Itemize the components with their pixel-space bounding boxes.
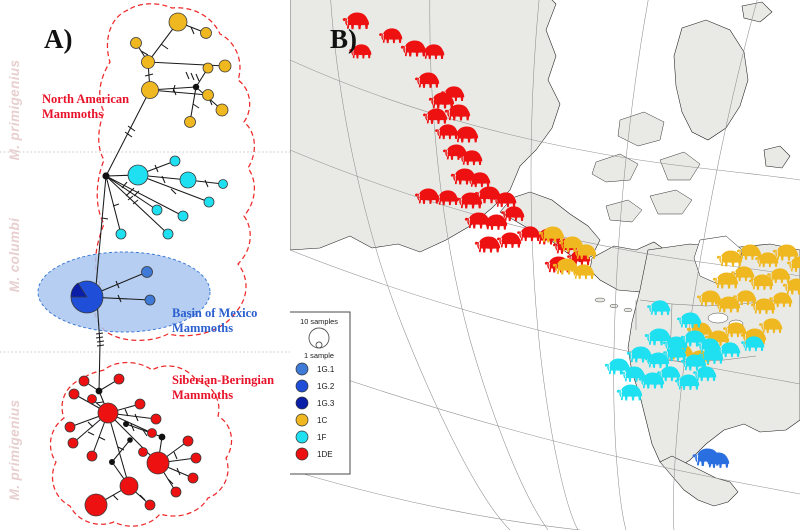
network-ticks-1f xyxy=(101,164,209,220)
hull-siberian-beringian xyxy=(49,361,233,527)
legend-label-1g2: 1G.2 xyxy=(317,382,335,391)
legend-box xyxy=(290,311,351,475)
network-ticks-1c xyxy=(124,26,213,138)
legend-haplogroup-1f: 1F xyxy=(295,430,326,444)
panel-a-letter: A) xyxy=(44,24,73,54)
species-label-primigenius-top: M. primigenius xyxy=(7,59,22,160)
legend-label-1g3: 1G.3 xyxy=(317,399,335,408)
map-landmasses xyxy=(290,0,800,507)
map-graticule xyxy=(290,0,800,530)
network-nodes-1g xyxy=(70,266,156,314)
panel-a: A) xyxy=(37,3,274,527)
legend-haplogroup-1g1: 1G.1 xyxy=(295,362,335,376)
label-north-american-line2: Mammoths xyxy=(42,107,103,121)
legend-size-large-label: 10 samples xyxy=(300,317,338,326)
network-nodes-1f xyxy=(115,155,228,240)
label-siberian-line2: Mammoths xyxy=(172,388,233,402)
hull-basin-of-mexico xyxy=(37,251,211,333)
network-nodes-1de xyxy=(64,373,202,517)
label-basin-mexico-line1: Basin of Mexico xyxy=(172,306,257,320)
label-siberian-line1: Siberian-Beringian xyxy=(172,373,274,387)
legend-label-1de: 1DE xyxy=(317,450,333,459)
legend-swatch-1c xyxy=(295,413,309,427)
legend-haplogroup-1g3: 1G.3 xyxy=(295,396,335,410)
legend-haplogroup-1g2: 1G.2 xyxy=(295,379,335,393)
median-vectors xyxy=(95,83,200,465)
label-north-american-line1: North American xyxy=(42,92,129,106)
legend-haplogroup-1c: 1C xyxy=(295,413,327,427)
label-basin-mexico-line2: Mammoths xyxy=(172,321,233,335)
legend-label-1g1: 1G.1 xyxy=(317,365,335,374)
legend-swatch-1f xyxy=(295,430,309,444)
panel-b: 10 samples 1 sample 1G.1 1G.2 1G.3 xyxy=(290,0,800,530)
legend-swatch-1g2 xyxy=(295,379,309,393)
panel-b-letter: B) xyxy=(330,24,357,54)
legend-label-1c: 1C xyxy=(317,416,327,425)
legend-size-small-label: 1 sample xyxy=(304,351,334,360)
legend-swatch-1g3 xyxy=(295,396,309,410)
legend-swatch-1g1 xyxy=(295,362,309,376)
network-ticks-1g xyxy=(95,280,122,347)
legend-size-small-circle xyxy=(315,341,323,349)
map-legend: 10 samples 1 sample 1G.1 1G.2 1G.3 xyxy=(290,311,351,475)
node-1g3-wedge xyxy=(70,282,88,298)
hull-north-american xyxy=(93,3,255,342)
network-ticks-1de xyxy=(87,401,181,501)
network-nodes-1c xyxy=(130,12,232,128)
species-label-columbi: M. columbi xyxy=(7,218,22,293)
legend-swatch-1de xyxy=(295,447,309,461)
species-label-primigenius-bottom: M. primigenius xyxy=(7,399,22,500)
legend-haplogroup-1de: 1DE xyxy=(295,447,333,461)
legend-label-1f: 1F xyxy=(317,433,326,442)
